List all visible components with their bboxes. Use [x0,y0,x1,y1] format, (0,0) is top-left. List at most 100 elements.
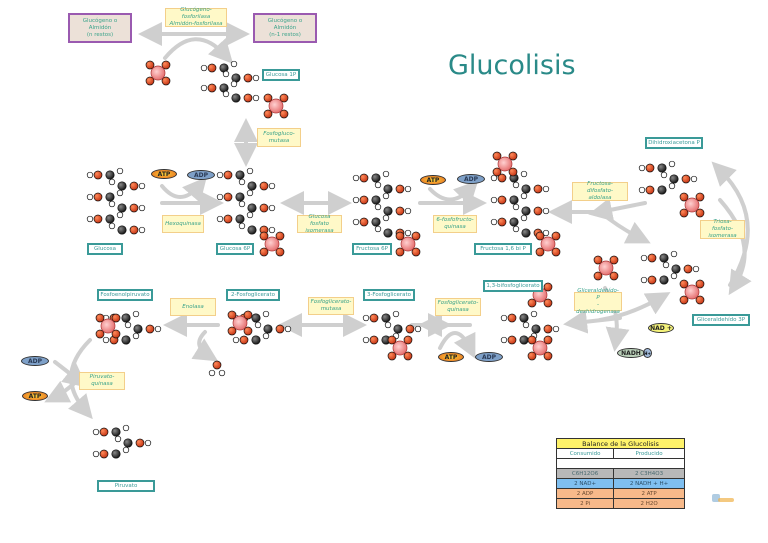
carbon-atom [509,217,519,227]
carbon-atom [381,313,391,323]
hydrogen-atom [108,178,116,186]
hydrogen-atom [92,428,100,436]
hydrogen-atom [382,192,390,200]
hydrogen-atom [238,222,246,230]
label-3pg: 3-Fosfoglicerato [363,289,415,301]
enzyme-label: Fructosa-difosfato- aldolasa [587,181,613,201]
hydrogen-atom [138,182,146,190]
phosphate-group [400,236,416,252]
phosphate-group [497,156,513,172]
hydrogen-atom [490,174,498,182]
hydrogen-atom [382,170,390,178]
hydrogen-atom [216,171,224,179]
label-pyruvate: Piruvato [97,480,155,492]
oxygen-atom [223,214,233,224]
oxygen-atom [507,313,517,323]
carbon-atom [519,335,529,345]
oxygen-atom [227,310,237,320]
phosphate-group [100,318,116,334]
carbon-atom [521,228,531,238]
enzyme-glucose-phosphate-isomerase: Glucosa fosfato isomerasa [297,214,342,234]
oxygen-atom [543,282,553,292]
oxygen-atom [99,427,109,437]
hydrogen-atom [268,182,276,190]
carbon-atom [251,313,261,323]
oxygen-atom [263,109,273,119]
balance-produced: 2 NADH + H+ [613,478,685,489]
carbon-atom [671,264,681,274]
oxygen-atom [359,195,369,205]
page-title: Glucolisis [448,50,576,81]
oxygen-atom [395,184,405,194]
hydrogen-atom [102,336,110,344]
oxygen-atom [145,76,155,86]
carbon-atom [105,170,115,180]
hydrogen-atom [124,321,132,329]
hydrogen-atom [512,225,520,233]
oxygen-atom [263,93,273,103]
carbon-atom [371,217,381,227]
oxygen-atom [395,247,405,257]
hydrogen-atom [262,332,270,340]
hydrogen-atom [490,196,498,204]
arrow-adp-in [53,360,88,388]
hydrogen-atom [640,254,648,262]
arrow-curve-hexokinase [160,176,207,203]
hydrogen-atom [218,369,226,377]
phosphate-group [392,340,408,356]
carbon-atom [117,181,127,191]
oxygen-atom [543,351,553,361]
phosphate-group [264,236,280,252]
oxygen-atom [411,231,421,241]
carbon-atom [117,203,127,213]
oxygen-atom [279,93,289,103]
hydrogen-atom [374,203,382,211]
oxygen-atom [111,329,121,339]
arrow-gapdh-curve2 [603,286,630,352]
hydrogen-atom [638,186,646,194]
oxygen-atom [508,167,518,177]
glycogen-n-box: Glucógeno o Almidón (n restos) [68,13,132,43]
oxygen-atom [527,351,537,361]
carbon-atom [235,170,245,180]
hydrogen-atom [662,261,670,269]
enzyme-triose-phosphate-isomerase: Triosa-fosfato- isomerasa [700,219,745,239]
oxygen-atom [543,324,553,334]
hydrogen-atom [86,171,94,179]
balance-row: 2 ADP 2 ATP [555,488,685,499]
oxygen-atom [387,351,397,361]
oxygen-atom [403,351,413,361]
hydrogen-atom [520,214,528,222]
oxygen-atom [492,151,502,161]
hydrogen-atom [414,325,422,333]
oxygen-atom [405,324,415,334]
balance-consumed: 2 Pi [555,498,615,509]
oxygen-atom [93,214,103,224]
oxygen-atom [275,231,285,241]
hydrogen-atom [144,439,152,447]
enzyme-label: Enolasa [182,303,204,310]
adp-badge-pfk: ADP [457,174,485,184]
oxygen-atom [403,335,413,345]
carbon-atom [123,438,133,448]
oxygen-atom [243,73,253,83]
arrow-aldolase-up [588,197,647,222]
hydrogen-atom [246,189,254,197]
oxygen-atom [645,163,655,173]
carbon-atom [251,335,261,345]
carbon-atom [247,203,257,213]
carbon-atom [117,225,127,235]
oxygen-atom [593,255,603,265]
oxygen-atom [543,298,553,308]
oxygen-atom [239,335,249,345]
carbon-atom [121,335,131,345]
atp-badge-pgk: ATP [438,352,464,362]
phosphate-group [232,315,248,331]
carbon-atom [121,313,131,323]
hydrogen-atom [114,435,122,443]
enzyme-label: Hexoquinasa [165,220,201,227]
hydrogen-atom [530,310,538,318]
oxygen-atom [695,295,705,305]
label-glucose-6p: Glucosa 6P [216,243,254,255]
oxygen-atom [259,231,269,241]
